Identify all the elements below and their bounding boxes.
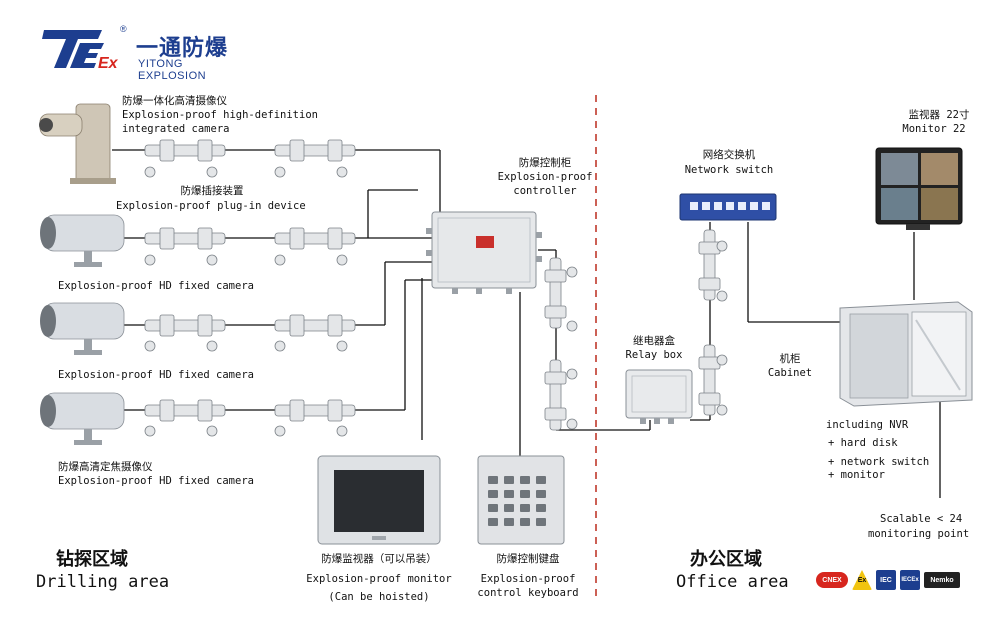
keyboard-label-en-2: control keyboard [477, 587, 579, 599]
scalable-line-2: monitoring point [868, 528, 970, 540]
monitor-label-en-1: Explosion-proof monitor [306, 573, 452, 585]
logo: Ex ® 一通防爆 YITONG EXPLOSION [40, 24, 240, 82]
monitor-label-cn: 防爆监视器（可以吊装） [321, 553, 437, 565]
cert-cnex-icon: CNEX [816, 572, 848, 588]
switch-label-cn: 网络交换机 [702, 149, 756, 161]
fixed-camera-1-label: Explosion-proof HD fixed camera [58, 280, 254, 292]
plugin-label-en: Explosion-proof plug-in device [116, 200, 306, 212]
connector-c1b [274, 139, 356, 178]
cabinet-icon [839, 301, 973, 407]
logo-name-cn: 一通防爆 [136, 36, 229, 61]
relay-box-icon [625, 369, 693, 424]
connector-v4 [698, 344, 728, 416]
drilling-area-title-cn: 钻探区域 [56, 549, 128, 570]
office-area-title-en: Office area [676, 572, 789, 592]
monitor22-label-cn: 监视器 22寸 [908, 109, 970, 121]
cert-iec-icon: IEC [876, 570, 896, 590]
keyboard-label-cn: 防爆控制键盘 [496, 553, 560, 565]
camera-fixed-2-icon [40, 302, 125, 355]
controller-label-cn: 防爆控制柜 [518, 157, 572, 169]
plugin-label-cn: 防爆插接装置 [180, 185, 244, 197]
cabinet-label-cn: 机柜 [779, 353, 801, 365]
nvr-line-4: + monitor [828, 469, 885, 481]
connector-c3b [274, 314, 356, 352]
office-area-title-cn: 办公区域 [690, 549, 762, 570]
hd-camera-label-en-1: Explosion-proof high-definition [122, 109, 318, 121]
camera-fixed-3-icon [40, 392, 125, 445]
logo-name-en: YITONG EXPLOSION [138, 58, 207, 82]
controller-label-en-1: Explosion-proof [497, 171, 593, 183]
svg-text:Ex: Ex [98, 55, 119, 72]
fixed-camera-2-label: Explosion-proof HD fixed camera [58, 369, 254, 381]
connector-v2 [544, 359, 578, 431]
drilling-area-title-en: Drilling area [36, 572, 170, 592]
control-keyboard-icon [477, 455, 565, 545]
nvr-line-2: + hard disk [828, 437, 898, 449]
connector-v1 [544, 257, 578, 332]
camera-hd-integrated-icon [39, 103, 116, 184]
cabinet-label-en: Cabinet [767, 367, 813, 379]
monitor22-label-en: Monitor 22 [902, 123, 966, 135]
fixed-camera-3-label-en: Explosion-proof HD fixed camera [58, 475, 254, 487]
nvr-line-1: including NVR [826, 419, 909, 431]
connector-c2b [274, 227, 356, 266]
cert-nemko-icon: Nemko [924, 572, 960, 588]
camera-fixed-1-icon [40, 214, 125, 267]
keyboard-label-en-1: Explosion-proof [480, 573, 576, 585]
connector-c4a [144, 399, 226, 437]
nvr-line-3: + network switch [828, 456, 930, 468]
connector-c4b [274, 399, 356, 437]
connector-c1a [144, 139, 226, 178]
fixed-camera-3-label-cn: 防爆高清定焦摄像仪 [58, 461, 153, 473]
network-switch-icon [679, 193, 777, 221]
logo-registered-mark: ® [120, 24, 127, 34]
controller-box-icon [426, 211, 542, 294]
hd-camera-label-cn: 防爆一体化高清摄像仪 [122, 95, 227, 107]
logo-mark-icon: Ex [42, 30, 119, 72]
hd-camera-label-en-2: integrated camera [122, 123, 230, 135]
controller-label-en-2: controller [513, 185, 577, 197]
relay-label-en: Relay box [625, 349, 683, 361]
connector-c3a [144, 314, 226, 352]
relay-label-cn: 继电器盒 [633, 335, 675, 347]
explosion-proof-monitor-icon [317, 455, 441, 545]
scalable-line-1: Scalable < 24 [880, 513, 963, 525]
monitor-22-icon [875, 147, 963, 230]
connector-v3 [698, 229, 728, 302]
switch-label-en: Network switch [684, 164, 774, 176]
cert-iecex-icon: IECEx [900, 570, 920, 590]
connector-c2a [144, 227, 226, 266]
monitor-label-en-2: (Can be hoisted) [328, 591, 430, 603]
